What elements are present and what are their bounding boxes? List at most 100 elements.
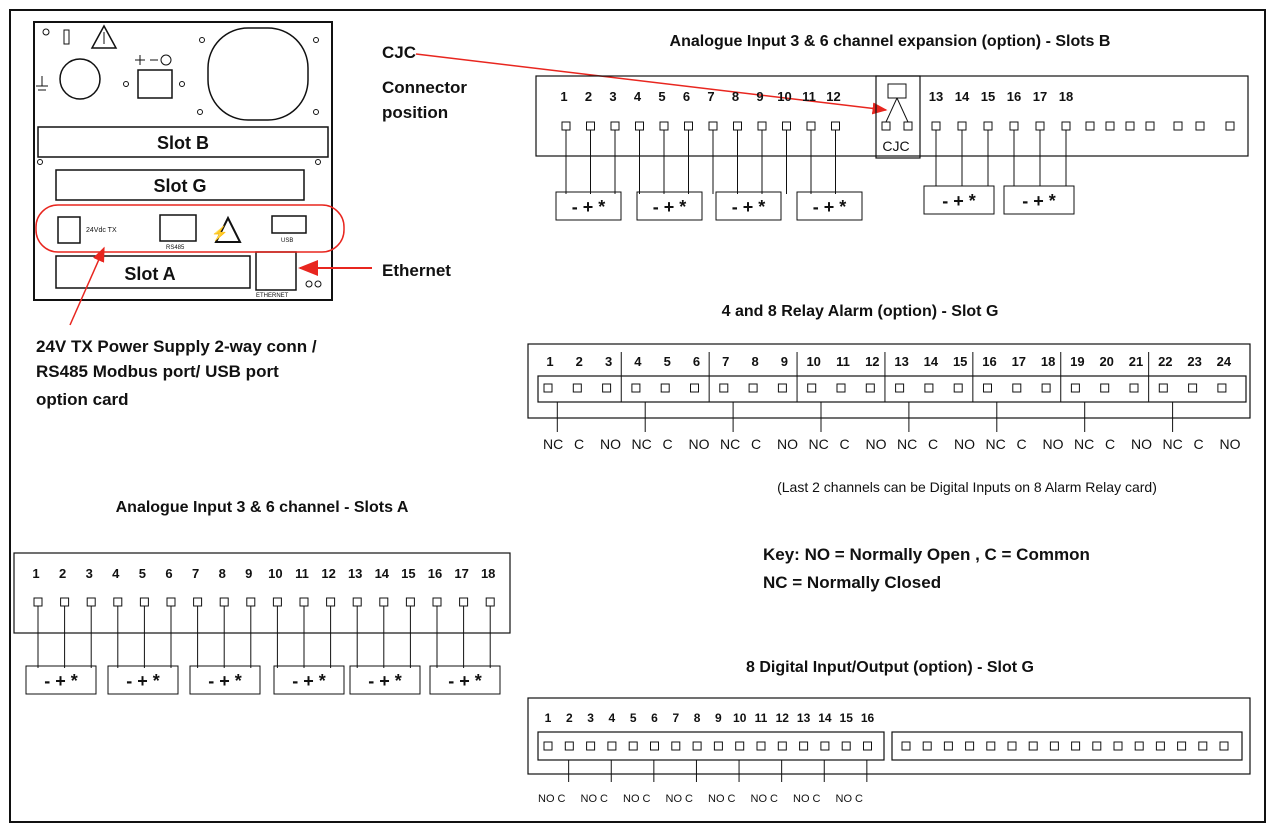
relay-number: 23 xyxy=(1187,354,1201,369)
slots-a-number: 6 xyxy=(165,566,172,581)
slots-b-block: - + *- + *- + *- + *- + *- + * xyxy=(535,75,1249,221)
slots-b-number: 4 xyxy=(634,89,642,104)
conn-usb-label: USB xyxy=(281,238,293,244)
power-arrow xyxy=(69,246,105,326)
slot-g-label: Slot G xyxy=(154,176,207,196)
slots-b-group xyxy=(1003,185,1075,215)
relay-contact-c: C xyxy=(1017,436,1027,452)
relay-number: 5 xyxy=(664,354,671,369)
relay-contact-c: C xyxy=(840,436,850,452)
slots-b-title: Analogue Input 3 & 6 channel expansion (… xyxy=(670,33,1111,50)
terminal xyxy=(650,741,659,751)
cjc-terminal xyxy=(881,121,891,131)
power-callout-line-3: option card xyxy=(36,390,129,409)
slots-a-group-label: - + * xyxy=(448,671,482,691)
terminal xyxy=(943,741,953,751)
slots-b-group xyxy=(555,191,622,221)
esd-warning-icon: ⚡ xyxy=(211,225,228,242)
conn-24v-label: 24Vdc TX xyxy=(86,227,117,234)
slots-a-group-label: - + * xyxy=(126,671,160,691)
terminal xyxy=(831,121,840,131)
terminal xyxy=(841,741,851,751)
terminal xyxy=(690,383,699,393)
slots-a-number: 18 xyxy=(481,566,495,581)
slots-a-block: - + *- + *- + *- + *- + *- + * xyxy=(13,552,511,695)
cjc-terminal xyxy=(903,121,913,131)
terminal xyxy=(1035,121,1045,131)
terminal xyxy=(1061,121,1071,131)
terminal xyxy=(756,741,766,751)
digital-title: 8 Digital Input/Output (option) - Slot G xyxy=(746,659,1034,676)
digital-number: 7 xyxy=(672,711,679,725)
terminal xyxy=(1173,121,1183,131)
relay-contact-c: C xyxy=(1105,436,1115,452)
relay-title: 4 and 8 Relay Alarm (option) - Slot G xyxy=(722,303,999,320)
relay-contact-nc: NC xyxy=(897,436,917,452)
terminal xyxy=(733,121,742,131)
power-callout-line-1: 24V TX Power Supply 2-way conn / xyxy=(36,337,317,356)
terminal xyxy=(607,741,617,751)
terminal xyxy=(965,741,975,751)
relay-number: 7 xyxy=(722,354,729,369)
terminal xyxy=(1219,741,1229,751)
terminal xyxy=(1134,741,1144,751)
terminal xyxy=(1195,121,1205,131)
rear-panel xyxy=(33,21,345,301)
cjc-callout-line-3: position xyxy=(382,103,448,122)
relay-contact-no: NO xyxy=(1131,436,1152,452)
terminal xyxy=(660,383,670,393)
terminal xyxy=(713,741,723,751)
key-line-2: NC = Normally Closed xyxy=(763,573,941,592)
slots-a-number: 1 xyxy=(32,566,39,581)
slots-a-group-label: - + * xyxy=(292,671,326,691)
terminal xyxy=(1070,383,1080,393)
terminal xyxy=(820,741,830,751)
digital-pair-label: NO C xyxy=(708,793,736,805)
slots-b-number: 1 xyxy=(560,89,567,104)
terminal xyxy=(983,383,992,393)
relay-number: 15 xyxy=(953,354,967,369)
relay-block xyxy=(527,343,1251,432)
terminal xyxy=(602,383,612,393)
terminal xyxy=(748,383,758,393)
slots-a-number: 17 xyxy=(454,566,468,581)
slots-b-number: 16 xyxy=(1007,89,1021,104)
slots-a-number: 11 xyxy=(295,566,309,581)
terminal xyxy=(1188,383,1198,393)
terminal xyxy=(628,741,638,751)
digital-number: 4 xyxy=(609,711,616,725)
terminal xyxy=(379,597,389,607)
slots-b-group xyxy=(636,191,703,221)
cjc-callout-line-1: CJC xyxy=(382,43,416,62)
terminal xyxy=(777,383,787,393)
slots-a-number: 2 xyxy=(59,566,66,581)
terminal xyxy=(684,121,693,131)
terminal xyxy=(1007,741,1017,751)
relay-number: 9 xyxy=(781,354,788,369)
digital-pair-label: NO C xyxy=(666,793,694,805)
slots-a-group-label: - + * xyxy=(44,671,78,691)
digital-number: 16 xyxy=(861,711,875,725)
terminal xyxy=(836,383,846,393)
relay-number: 6 xyxy=(693,354,700,369)
digital-number: 15 xyxy=(840,711,854,725)
digital-number: 13 xyxy=(797,711,811,725)
terminal xyxy=(1225,121,1235,131)
slots-b-number: 13 xyxy=(929,89,943,104)
terminal xyxy=(610,121,620,131)
relay-number: 19 xyxy=(1070,354,1084,369)
cjc-arrow xyxy=(415,53,888,115)
relay-contact-nc: NC xyxy=(632,436,652,452)
relay-number: 16 xyxy=(982,354,996,369)
terminal xyxy=(299,597,309,607)
slots-b-number: 7 xyxy=(707,89,714,104)
conn-ethernet-label: ETHERNET xyxy=(256,293,289,299)
terminal xyxy=(1071,741,1081,751)
relay-contact-nc: NC xyxy=(1163,436,1183,452)
relay-contact-c: C xyxy=(751,436,761,452)
relay-number: 13 xyxy=(894,354,908,369)
terminal xyxy=(1012,383,1022,393)
slots-b-group-label: - + * xyxy=(653,197,687,217)
